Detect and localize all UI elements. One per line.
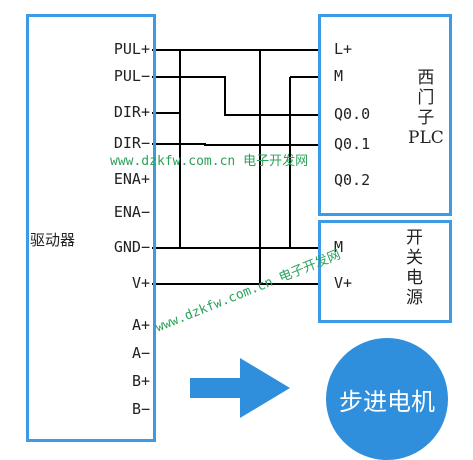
watermark-1-url: www.dzkfw.com.cn (110, 154, 236, 169)
driver-terminal: B+ (131, 372, 150, 390)
power-terminal: V+ (334, 274, 353, 292)
driver-terminal: PUL− (113, 67, 150, 85)
plc-terminal: Q0.0 (334, 105, 371, 123)
arrow-shape (190, 358, 290, 418)
plc-title-line: 西 (417, 68, 435, 88)
power-title: 开关电源 (406, 228, 423, 308)
stepper-motor-label: 步进电机 (339, 387, 435, 416)
plc-title-line: PLC (408, 128, 444, 148)
watermark-1: www.dzkfw.com.cn 电子开发网 (110, 150, 308, 169)
plc-title-line: 子 (417, 108, 435, 128)
plc-terminal: L+ (334, 40, 353, 58)
driver-terminal: ENA− (113, 203, 150, 221)
power-title-line: 开 (406, 228, 423, 248)
watermark-1-cn: 电子开发网 (243, 154, 309, 169)
plc-box (318, 14, 452, 216)
power-terminal: M (334, 238, 344, 256)
plc-title-line: 门 (417, 88, 435, 108)
power-title-line: 关 (406, 248, 423, 268)
wire-dir-plus-to-l-plus (152, 112, 181, 248)
arrow (190, 358, 290, 418)
driver-terminal: V+ (131, 274, 150, 292)
driver-terminal: ENA+ (113, 170, 150, 188)
wires (152, 49, 318, 285)
driver-box (26, 14, 156, 442)
power-title-line: 源 (406, 288, 423, 308)
power-title-line: 电 (406, 268, 423, 288)
wire-pul-minus-to-q00 (152, 76, 318, 116)
driver-terminal: DIR− (113, 134, 150, 152)
driver-terminal: GND− (113, 238, 150, 256)
driver-terminal: DIR+ (113, 103, 150, 121)
plc-terminal: Q0.2 (334, 171, 371, 189)
driver-terminal: PUL+ (113, 40, 150, 58)
driver-terminal: A+ (131, 316, 150, 334)
driver-terminal: A− (131, 344, 150, 362)
stepper-motor: 步进电机 (326, 338, 448, 460)
driver-terminal: B− (131, 400, 150, 418)
power-box (318, 220, 452, 323)
plc-terminal: M (334, 67, 344, 85)
driver-title: 驱动器 (30, 231, 76, 249)
wire-dir-minus-to-q01 (152, 143, 318, 146)
plc-terminal: Q0.1 (334, 135, 371, 153)
